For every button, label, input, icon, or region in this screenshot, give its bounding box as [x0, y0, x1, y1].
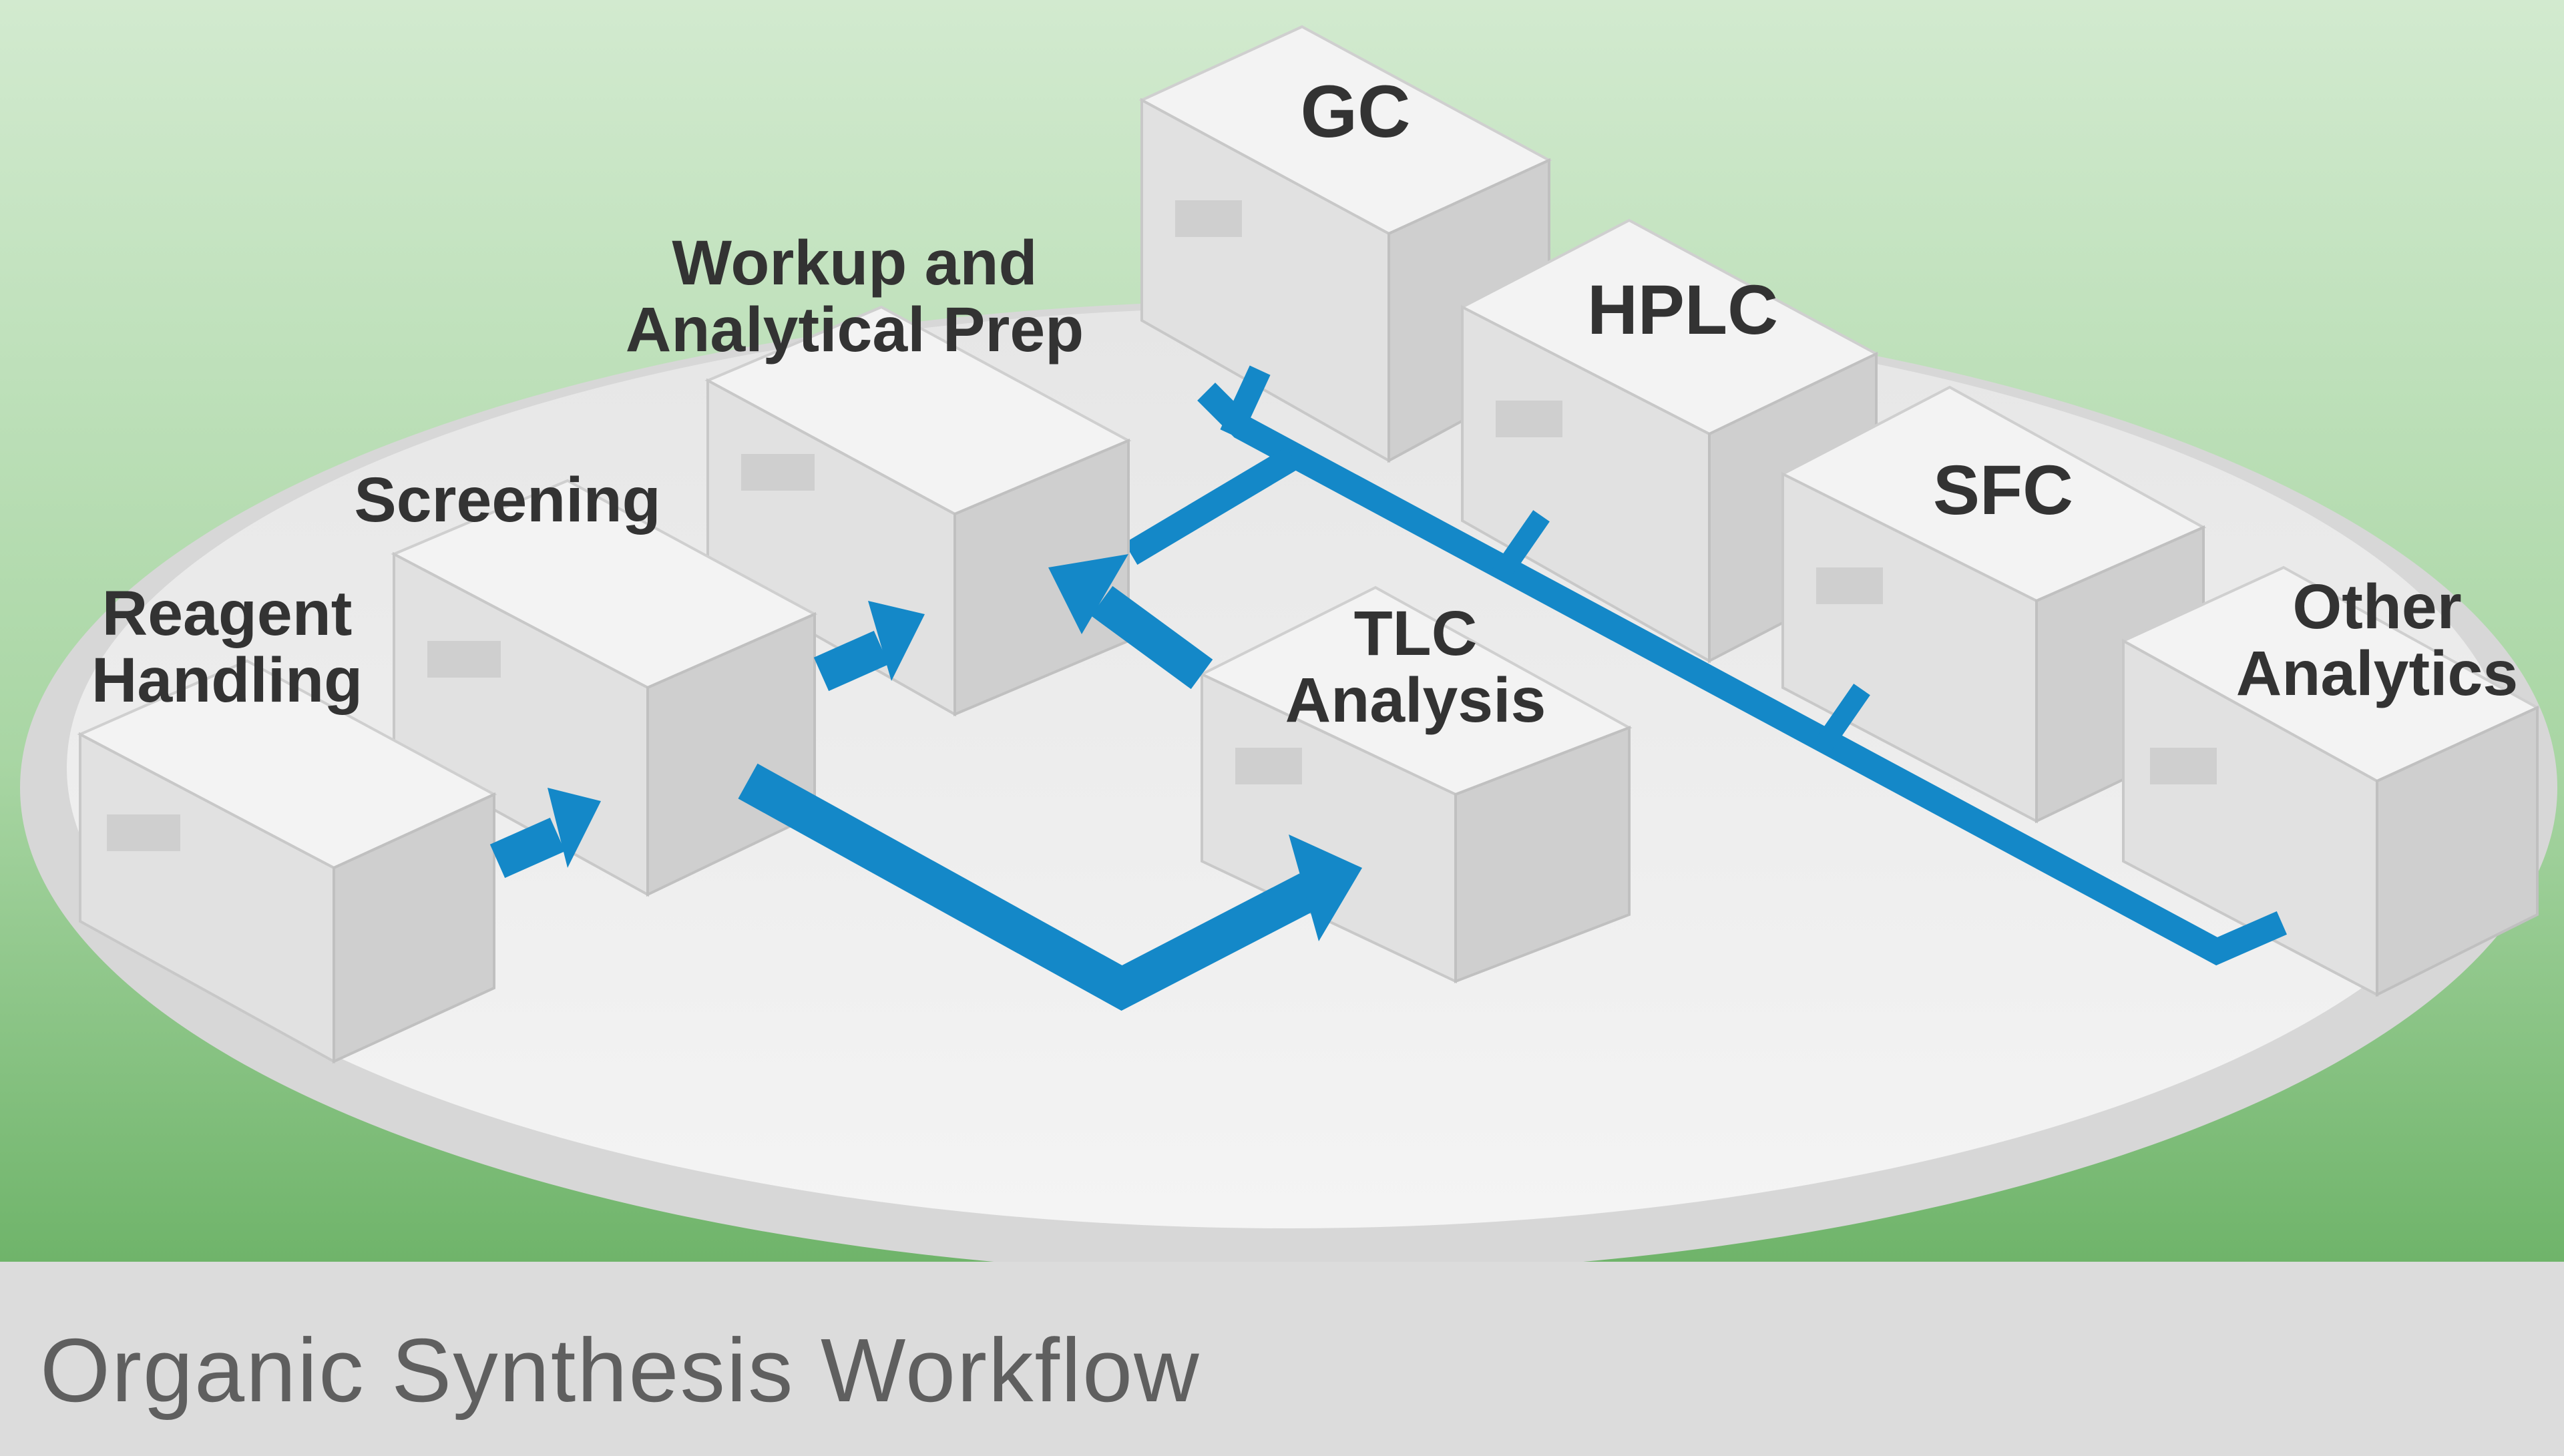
label-sfc: SFC — [1903, 454, 2103, 527]
label-tlc: TLC Analysis — [1275, 601, 1556, 734]
label-workup: Workup and Analytical Prep — [601, 230, 1108, 364]
label-other-analytics: Other Analytics — [2223, 574, 2531, 708]
label-gc: GC — [1255, 73, 1456, 151]
label-hplc: HPLC — [1562, 274, 1803, 347]
caption: Organic Synthesis Workflow — [40, 1318, 1201, 1422]
label-screening: Screening — [320, 467, 694, 534]
label-reagent: Reagent Handling — [67, 581, 387, 714]
